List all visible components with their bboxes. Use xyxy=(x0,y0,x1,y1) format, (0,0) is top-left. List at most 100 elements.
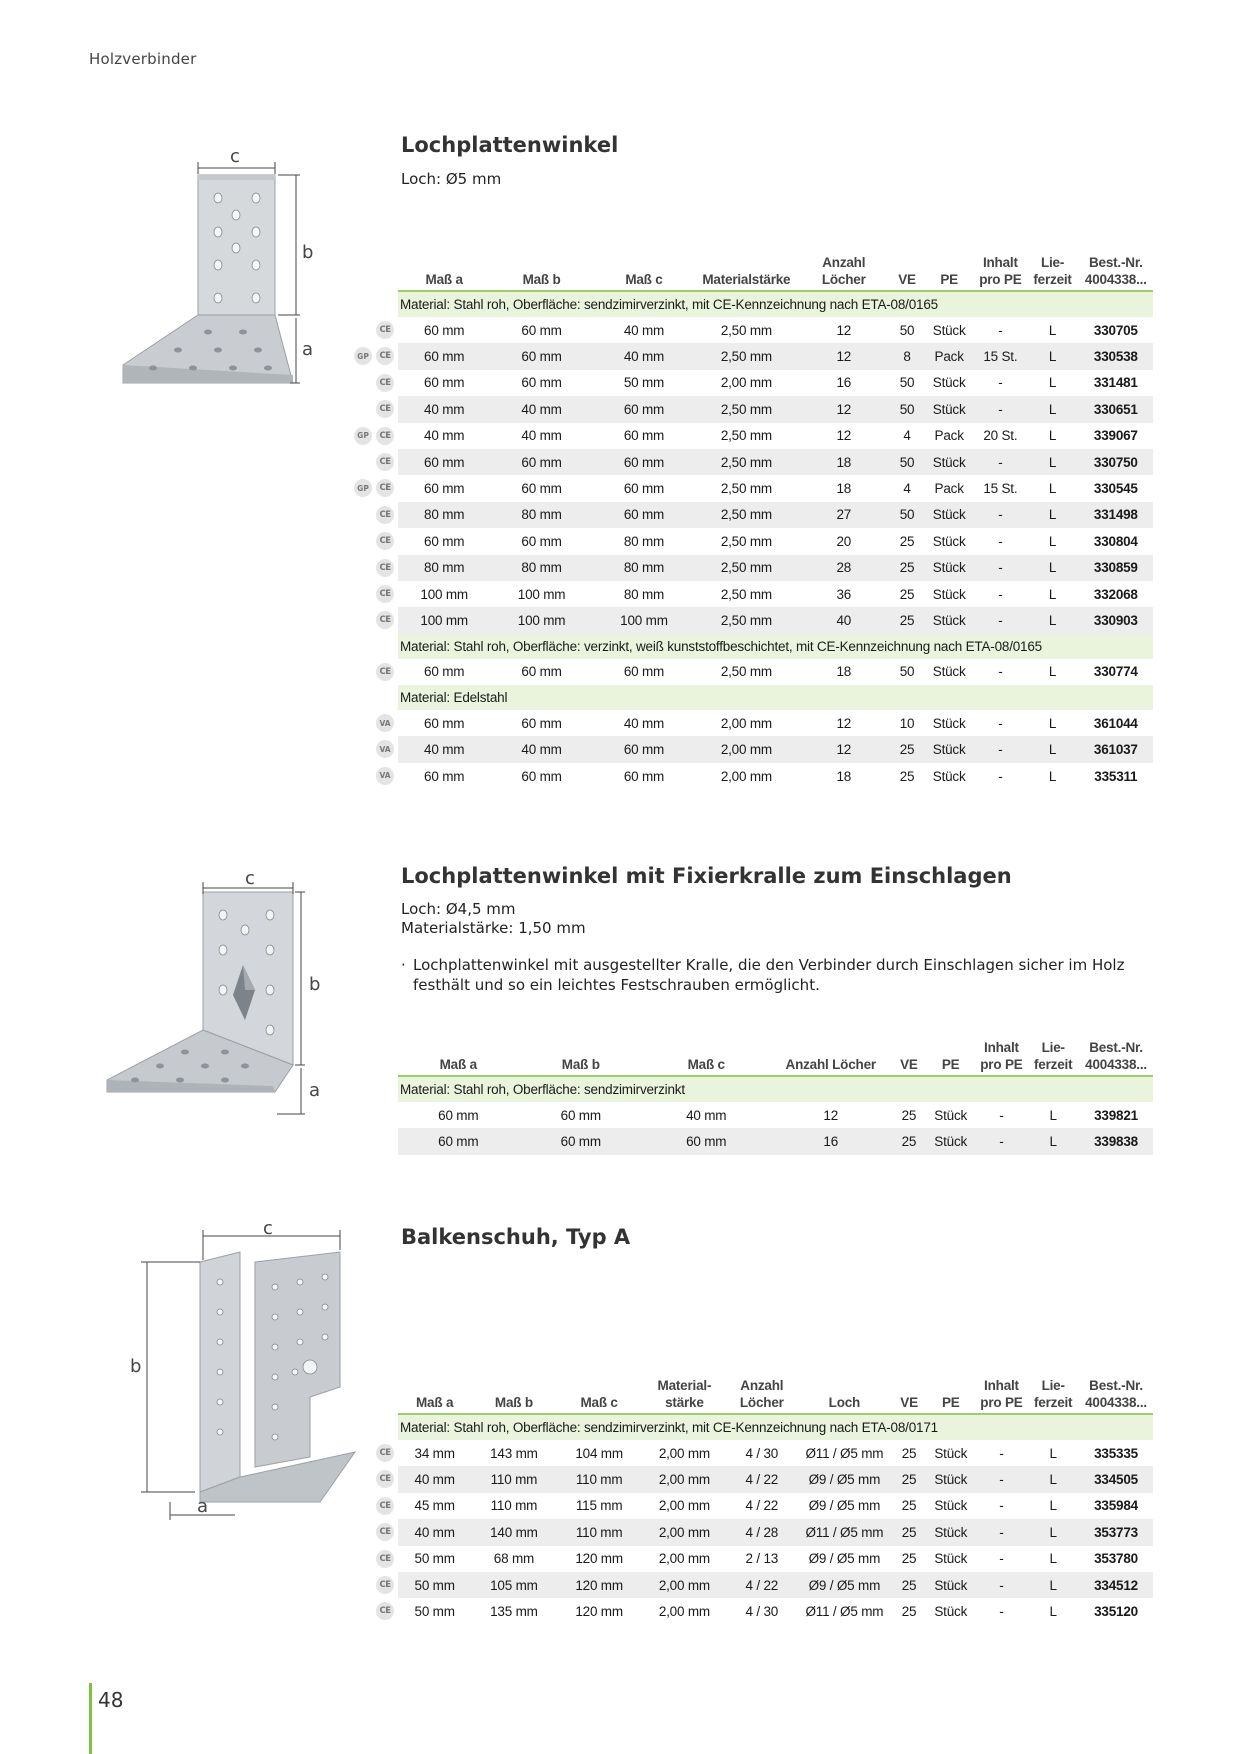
ce-mark-icon: CE xyxy=(376,1523,394,1542)
material-thickness: Materialstärke: 1,50 mm xyxy=(401,919,586,937)
table-cell: - xyxy=(975,1128,1028,1155)
table-cell: 2,50 mm xyxy=(695,343,798,370)
table-cell: L xyxy=(1026,343,1079,370)
table-cell: 25 xyxy=(901,1604,917,1620)
table-cell: 18 xyxy=(836,768,852,784)
claw-bracket-illustration: c b a xyxy=(105,868,345,1124)
material-group-row: Material: Edelstahl xyxy=(398,685,1153,711)
table-cell: 60 mm xyxy=(623,664,665,680)
table-cell: Stück xyxy=(932,533,966,549)
ce-mark-icon: CE xyxy=(376,1549,394,1568)
joist-hanger-illustration: c b a xyxy=(125,1218,365,1526)
table-cell: 40 mm xyxy=(490,736,593,763)
table-cell: 60 mm xyxy=(623,768,665,784)
table-cell: 25 xyxy=(889,736,925,763)
table-cell: - xyxy=(999,1604,1004,1620)
ce-mark-icon: CE xyxy=(376,1496,394,1515)
ce-mark-icon: CE xyxy=(376,1444,394,1462)
table-cell: 80 mm xyxy=(592,554,696,581)
col-mass-c: Maß c xyxy=(592,254,696,292)
table-cell: 60 mm xyxy=(521,533,562,549)
gp-mark-icon: GP xyxy=(354,426,372,445)
table-cell: 60 mm xyxy=(521,715,562,731)
best-nr-cell: 330750 xyxy=(1078,448,1153,476)
col-lieferzeit: Lie-ferzeit xyxy=(1027,1377,1080,1415)
table-cell: 110 mm xyxy=(556,1466,642,1493)
table-cell: 105 mm xyxy=(471,1571,557,1599)
table-cell: 25 xyxy=(901,1445,917,1461)
table-cell: 36 xyxy=(836,586,852,602)
dim-label-b: b xyxy=(302,242,313,263)
col-lieferzeit: Lie-ferzeit xyxy=(1026,254,1079,292)
table-cell: L xyxy=(1026,554,1079,581)
table-cell: 60 mm xyxy=(560,1107,601,1123)
table-cell: 2,50 mm xyxy=(720,322,772,338)
table-cell: 40 mm xyxy=(398,1519,472,1546)
table-cell: 100 mm xyxy=(398,607,491,634)
table-cell: L xyxy=(1027,1571,1080,1599)
table-cell: 40 mm xyxy=(623,322,665,338)
table-cell: 60 mm xyxy=(521,664,562,680)
table-cell: Ø11 / Ø5 mm xyxy=(796,1519,893,1546)
table-cell: 60 mm xyxy=(398,343,491,370)
table-cell: 60 mm xyxy=(424,664,465,680)
table-cell: - xyxy=(974,736,1027,763)
table-cell: 60 mm xyxy=(424,481,465,497)
table-cell: 40 mm xyxy=(398,1466,472,1493)
table-cell: 40 mm xyxy=(623,715,665,731)
table-cell: 60 mm xyxy=(438,1107,479,1123)
table-cell: 40 xyxy=(797,607,890,634)
table-cell: L xyxy=(1026,501,1079,529)
best-nr-cell: 335335 xyxy=(1094,1445,1138,1461)
table-cell: 68 mm xyxy=(493,1551,535,1567)
section-title: Balkenschuh, Typ A xyxy=(401,1225,631,1249)
table-cell: 12 xyxy=(823,1107,839,1123)
badge-group: VA xyxy=(346,740,394,759)
col-best-nr: Best.-Nr.4004338... xyxy=(1079,1377,1153,1415)
best-nr-cell: 335311 xyxy=(1094,768,1138,784)
angle-bracket-illustration: c b a xyxy=(118,140,368,394)
table-cell: 2,50 mm xyxy=(695,554,798,581)
best-nr-cell: 330651 xyxy=(1078,396,1153,423)
table-cell: 16 xyxy=(836,375,852,391)
table-cell: Stück xyxy=(925,1519,976,1546)
table-cell: L xyxy=(1048,322,1057,338)
table-cell: 25 xyxy=(899,768,915,784)
badge-group: CE xyxy=(346,584,394,603)
col-mass-a: Maß a xyxy=(398,1039,519,1077)
best-nr-cell: 330705 xyxy=(1093,322,1138,338)
table-cell: 120 mm xyxy=(575,1551,623,1567)
table-cell: 12 xyxy=(797,396,890,423)
table-body: Material: Stahl roh, Oberfläche: sendzim… xyxy=(398,291,1153,789)
table-cell: 15 St. xyxy=(983,481,1018,497)
table-cell: 18 xyxy=(836,481,852,497)
table-cell: 40 mm xyxy=(398,736,491,763)
table-cell: 2,00 mm xyxy=(641,1571,728,1599)
table-cell: 2,00 mm xyxy=(720,715,772,731)
table-cell: Stück xyxy=(924,396,975,423)
table-cell: 140 mm xyxy=(471,1519,557,1546)
table-cell: 2,00 mm xyxy=(720,768,772,784)
table-cell: 60 mm xyxy=(592,501,696,529)
dim-label-a: a xyxy=(197,1496,208,1517)
table-cell: 2,50 mm xyxy=(695,396,798,423)
table-cell: 34 mm xyxy=(414,1445,455,1461)
table-cell: Ø9 / Ø5 mm xyxy=(808,1498,881,1514)
ce-mark-icon: CE xyxy=(376,321,394,339)
col-mass-b: Maß b xyxy=(490,254,593,292)
table-cell: 80 mm xyxy=(490,554,593,581)
table-cell: 120 mm xyxy=(575,1604,623,1620)
table-cell: Stück xyxy=(932,586,966,602)
table-cell: L xyxy=(1027,1466,1080,1493)
best-nr-cell: 361044 xyxy=(1093,715,1138,731)
table-cell: Stück xyxy=(925,1571,976,1599)
